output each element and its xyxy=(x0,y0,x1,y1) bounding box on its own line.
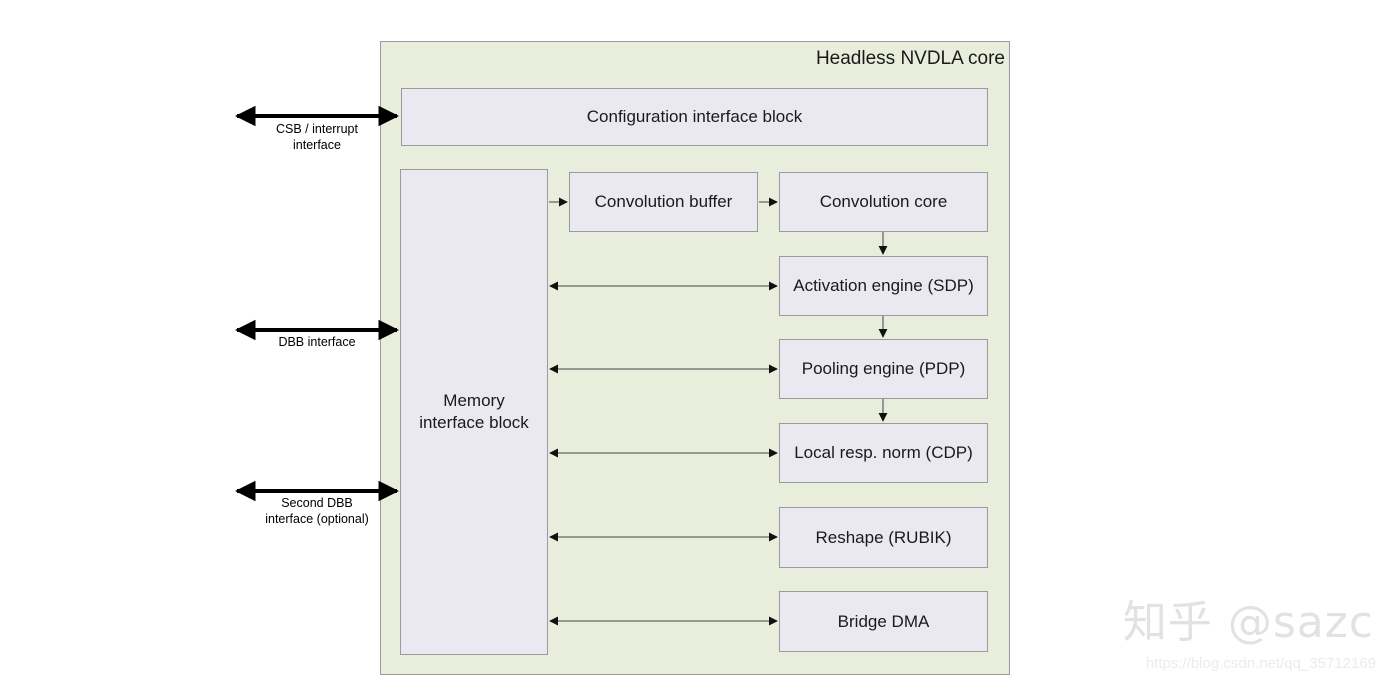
block-label-bridge-dma: Bridge DMA xyxy=(837,611,930,631)
label-dbb-interface: DBB interface xyxy=(278,335,356,349)
block-pooling-engine-pdp[interactable]: Pooling engine (PDP) xyxy=(779,339,988,399)
block-label-reshape-rubik: Reshape (RUBIK) xyxy=(815,527,952,547)
block-configuration-interface[interactable]: Configuration interface block xyxy=(401,88,988,146)
block-convolution-buffer[interactable]: Convolution buffer xyxy=(569,172,758,232)
block-label-memory-interface: Memory interface block xyxy=(419,391,529,432)
watermark-url: https://blog.csdn.net/qq_35712169 xyxy=(1145,655,1376,672)
block-label-configuration-interface: Configuration interface block xyxy=(586,107,803,127)
block-convolution-core[interactable]: Convolution core xyxy=(779,172,988,232)
block-label-activation-engine-sdp: Activation engine (SDP) xyxy=(793,276,974,296)
block-label-pooling-engine-pdp: Pooling engine (PDP) xyxy=(801,359,966,379)
label-csb-interrupt-interface: CSB / interrupt interface xyxy=(276,122,358,153)
core-title: Headless NVDLA core xyxy=(815,48,1005,69)
block-bridge-dma[interactable]: Bridge DMA xyxy=(779,591,988,652)
block-activation-engine-sdp[interactable]: Activation engine (SDP) xyxy=(779,256,988,316)
block-label-local-resp-norm-cdp: Local resp. norm (CDP) xyxy=(794,443,973,463)
block-reshape-rubik[interactable]: Reshape (RUBIK) xyxy=(779,507,988,568)
block-label-convolution-core: Convolution core xyxy=(819,192,948,212)
block-label-convolution-buffer: Convolution buffer xyxy=(594,192,733,212)
label-second-dbb-interface: Second DBB interface (optional) xyxy=(265,496,369,527)
block-memory-interface[interactable]: Memory interface block xyxy=(400,169,548,655)
watermark-handle: 知乎 @sazc xyxy=(1122,597,1374,648)
block-local-resp-norm-cdp[interactable]: Local resp. norm (CDP) xyxy=(779,423,988,483)
